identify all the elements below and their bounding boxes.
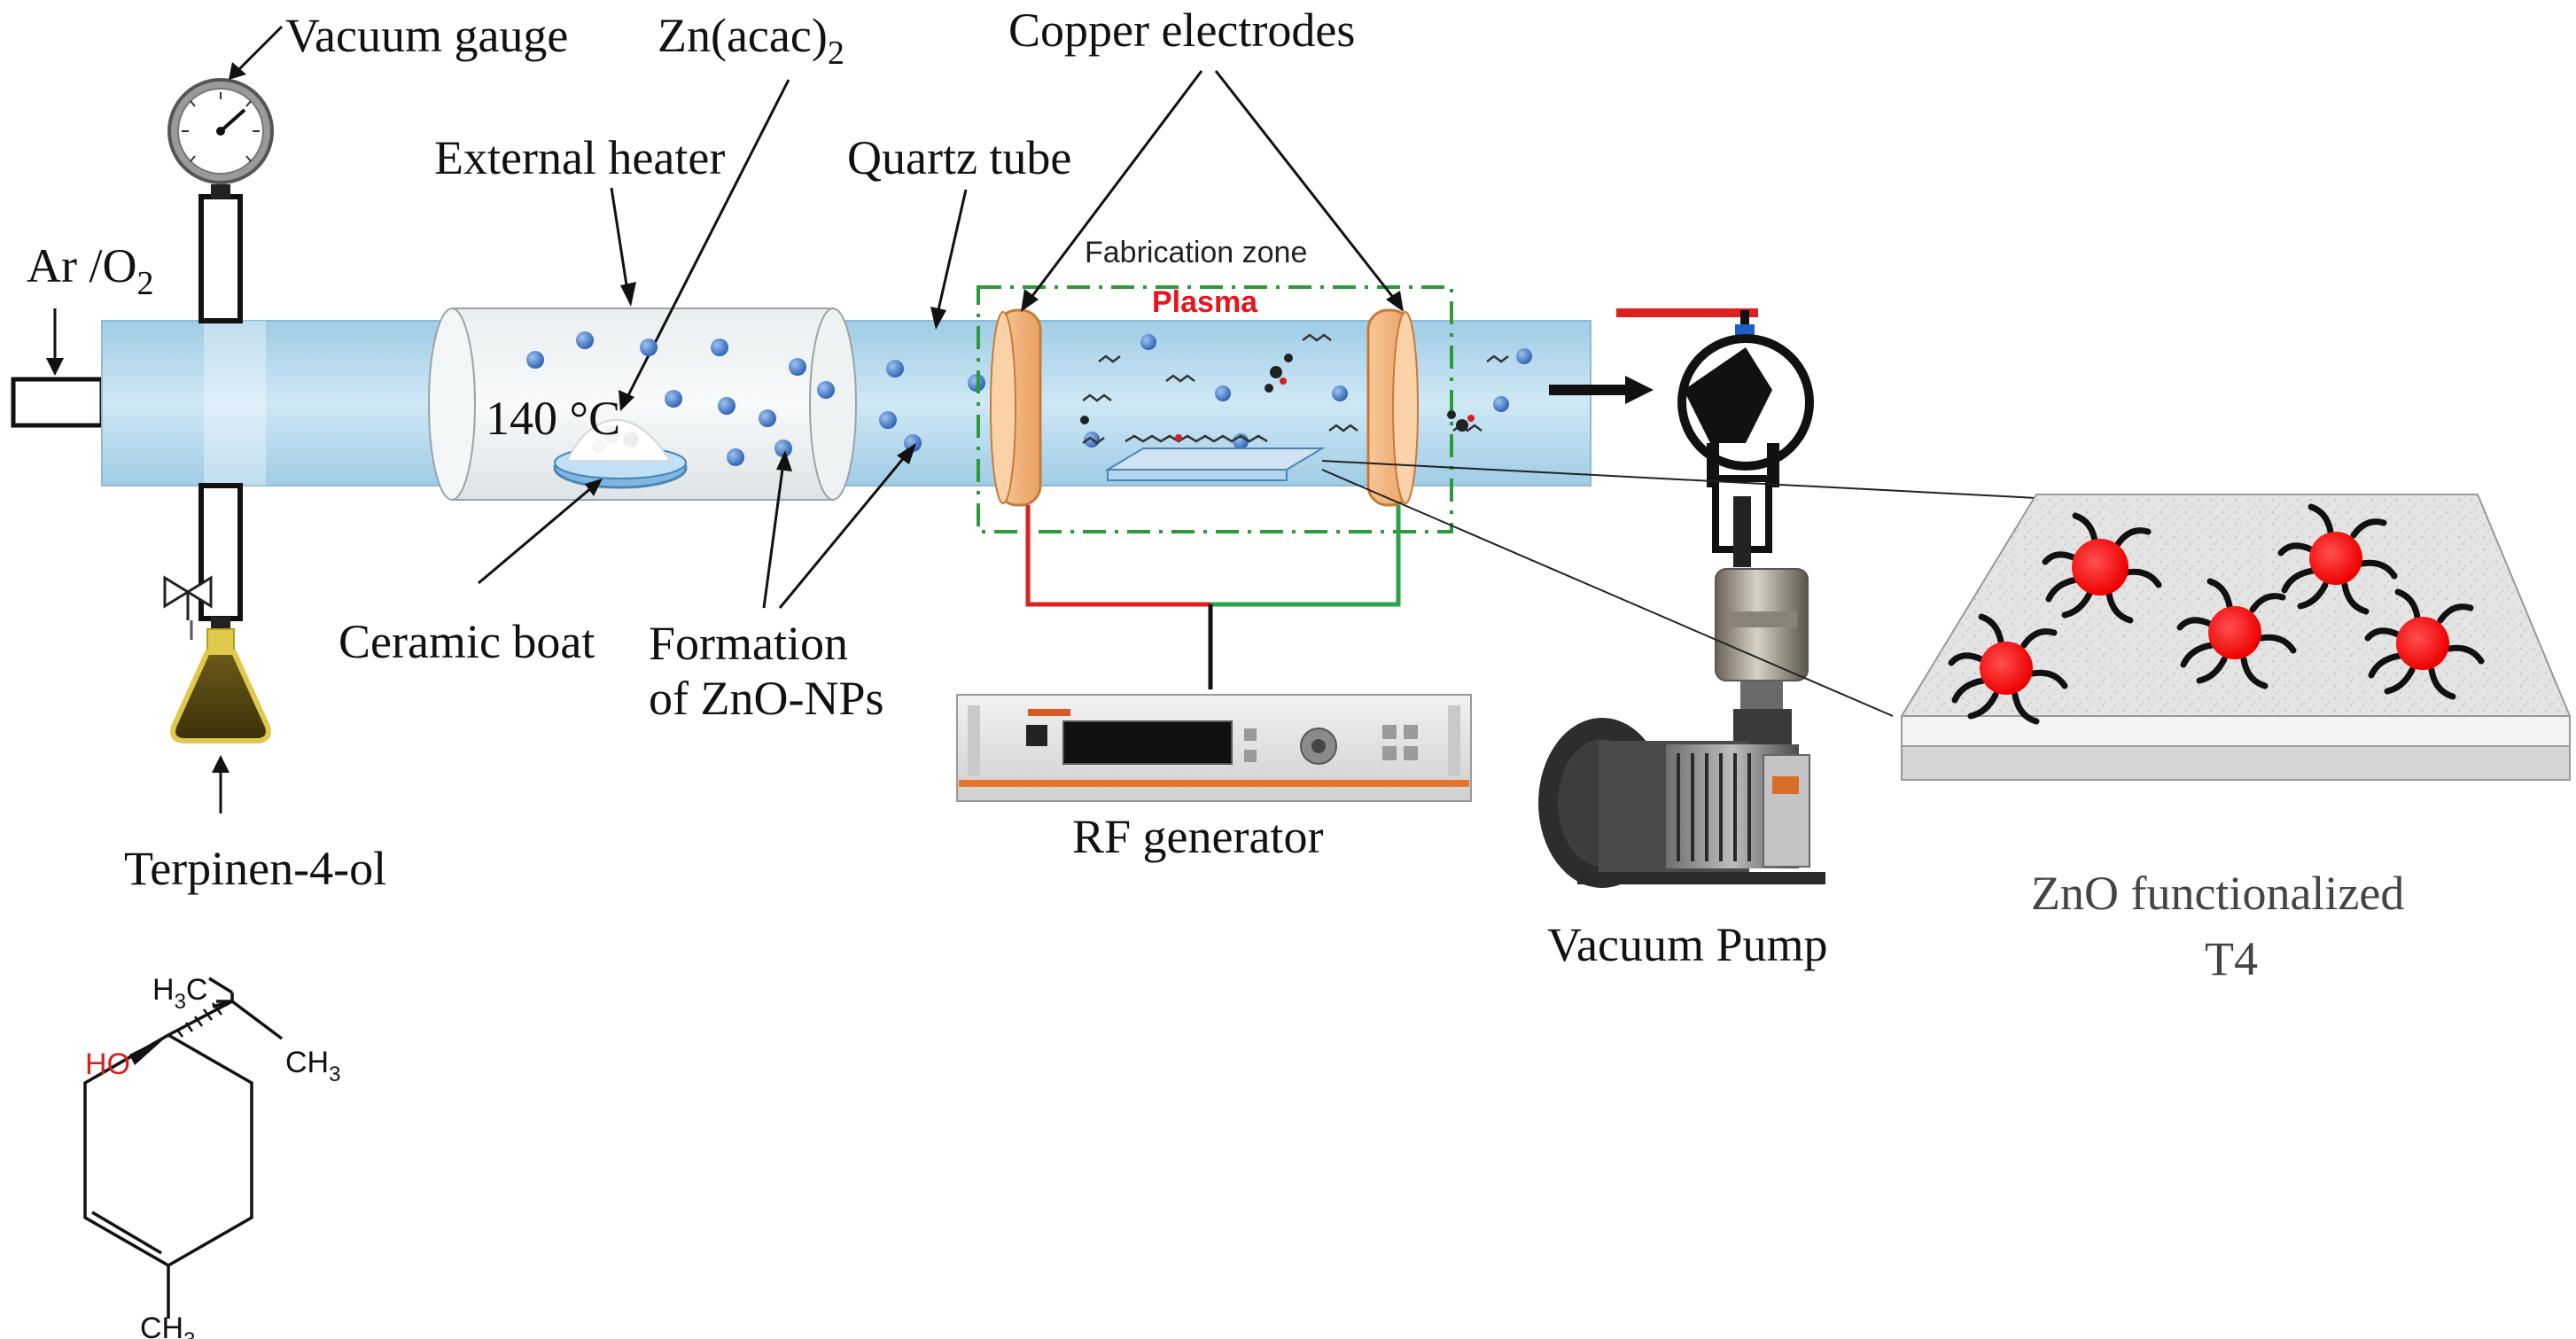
- substrate: [1104, 448, 1326, 471]
- quartz-tube-label: Quartz tube: [847, 131, 1071, 184]
- vacuum-pump-icon: [1538, 568, 1825, 888]
- h3c-label: H3C: [152, 973, 207, 1014]
- copper-electrode-arrow-left: [1028, 70, 1203, 300]
- flask-icon: [170, 628, 271, 743]
- inlet-port: [11, 377, 105, 428]
- precursor-molecules: [1082, 333, 1509, 445]
- ceramic-boat-arrow: [478, 486, 593, 585]
- ceramic-boat-label: Ceramic boat: [339, 615, 595, 668]
- copper-electrode-right: [1366, 308, 1419, 507]
- rf-wire-red: [1025, 505, 1210, 607]
- zoom-line-bottom: [1321, 469, 1894, 717]
- zno-nanoparticles: [526, 331, 1532, 466]
- rf-generator-icon: [956, 694, 1472, 802]
- vacuum-pump-label: Vacuum Pump: [1547, 918, 1828, 971]
- terpinen-label: Terpinen-4-ol: [124, 842, 386, 895]
- temperature-label: 140 °C: [486, 392, 620, 445]
- fabrication-zone-label: Fabrication zone: [1085, 236, 1307, 269]
- ch3-right-label: CH3: [285, 1046, 340, 1086]
- zn-acac-label: Zn(acac)2: [658, 9, 844, 72]
- terpinen-4-ol-structure: [83, 977, 284, 1319]
- fabrication-zone-box: [977, 285, 1453, 533]
- vacuum-gauge-arrow: [236, 25, 284, 73]
- zno-functionalized-label-line2: T4: [2205, 932, 2258, 985]
- formation-label-line2: of ZnO-NPs: [649, 672, 884, 725]
- zoom-line-top: [1321, 460, 2037, 499]
- external-heater-arrow: [610, 187, 629, 292]
- copper-electrode-arrow-right: [1214, 70, 1397, 300]
- ch3-bottom-label: CH3: [140, 1312, 195, 1339]
- quartz-tube-arrow: [936, 189, 968, 315]
- formation-arrow-2: [778, 455, 907, 609]
- copper-electrodes-label: Copper electrodes: [1008, 4, 1355, 57]
- formation-arrow-1: [762, 462, 785, 609]
- copper-electrode-left: [990, 308, 1042, 507]
- three-way-valve-icon: [1616, 308, 1814, 567]
- zno-functionalized-label-line1: ZnO functionalized: [2031, 867, 2404, 920]
- plasma-label: Plasma: [1152, 285, 1258, 319]
- ceramic-boat: [553, 418, 688, 489]
- valve-icon: [163, 575, 213, 640]
- gauge-stem-upper: [198, 194, 243, 323]
- formation-label-line1: Formation: [649, 617, 848, 670]
- zno-particle-clusters: [1948, 503, 2485, 725]
- rf-generator-label: RF generator: [1072, 810, 1323, 863]
- vacuum-gauge-label: Vacuum gauge: [285, 9, 568, 62]
- gauge-icon: [167, 78, 274, 184]
- rf-wire-green: [1210, 505, 1401, 607]
- ar-o2-label: Ar /O2: [27, 239, 153, 302]
- outlet-arrow: [1549, 376, 1654, 404]
- ho-label: HO: [85, 1047, 130, 1081]
- external-heater-label: External heater: [434, 131, 725, 184]
